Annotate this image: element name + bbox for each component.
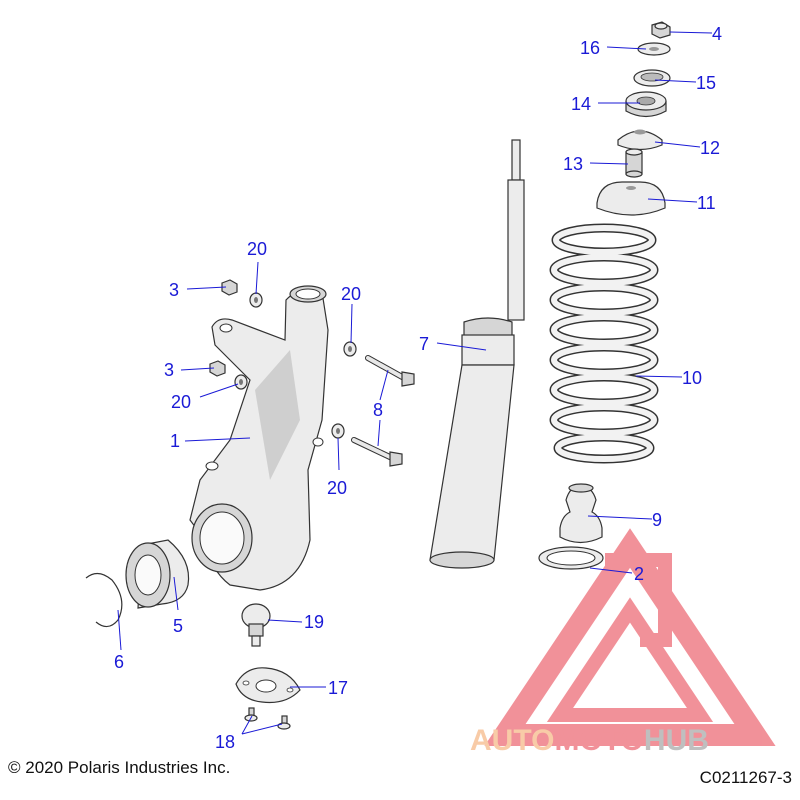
callout-13: 13 bbox=[563, 154, 583, 174]
callout-17: 17 bbox=[328, 678, 348, 698]
part-3-nuts bbox=[209, 279, 238, 377]
callout-3-lower: 3 bbox=[164, 360, 174, 380]
callout-15: 15 bbox=[696, 73, 716, 93]
part-20-washers bbox=[234, 292, 357, 439]
callout-19: 19 bbox=[304, 612, 324, 632]
callout-8: 8 bbox=[373, 400, 383, 420]
part-11-spring-seat bbox=[596, 181, 666, 216]
part-10-coil-spring bbox=[549, 223, 659, 464]
callout-2: 2 bbox=[634, 564, 644, 584]
part-2-ring bbox=[538, 546, 604, 570]
callout-14: 14 bbox=[571, 94, 591, 114]
part-14-bushing bbox=[625, 91, 667, 118]
part-9-bump-stop bbox=[559, 483, 603, 544]
part-4-nut bbox=[651, 21, 671, 39]
callout-4: 4 bbox=[712, 24, 722, 44]
callout-12: 12 bbox=[700, 138, 720, 158]
callout-7: 7 bbox=[419, 334, 429, 354]
watermark-text: AUTOMOTOHUB bbox=[470, 724, 709, 757]
part-8-bolts bbox=[351, 355, 415, 467]
callout-11: 11 bbox=[697, 193, 716, 213]
callout-labels: 4 16 15 14 12 13 11 10 7 8 9 2 3 3 20 20… bbox=[114, 24, 722, 752]
part-1-steering-knuckle bbox=[189, 285, 329, 591]
part-6-circlip bbox=[85, 572, 123, 628]
callout-20-bottom: 20 bbox=[327, 478, 347, 498]
drawing-number: C0211267-3 bbox=[699, 768, 792, 787]
callout-18: 18 bbox=[215, 732, 235, 752]
callout-20-top: 20 bbox=[247, 239, 267, 259]
part-13-bushing bbox=[625, 148, 643, 178]
part-17-mounting-plate bbox=[235, 667, 301, 704]
callout-3-upper: 3 bbox=[169, 280, 179, 300]
callout-9: 9 bbox=[652, 510, 662, 530]
copyright-text: © 2020 Polaris Industries Inc. bbox=[8, 758, 231, 777]
part-7-shock-absorber bbox=[429, 139, 525, 569]
callout-10: 10 bbox=[682, 368, 702, 388]
leader-lines bbox=[117, 31, 713, 735]
callout-5: 5 bbox=[173, 616, 183, 636]
callout-6: 6 bbox=[114, 652, 124, 672]
callout-1: 1 bbox=[170, 431, 180, 451]
callout-20-left: 20 bbox=[171, 392, 191, 412]
callout-16: 16 bbox=[580, 38, 600, 58]
part-5-bearing bbox=[125, 539, 190, 609]
part-15-washer bbox=[633, 69, 671, 87]
automotohub-watermark: AUTOMOTOHUB bbox=[470, 528, 776, 757]
part-19-ball-joint bbox=[241, 603, 271, 647]
callout-20-right: 20 bbox=[341, 284, 361, 304]
part-12-cup bbox=[617, 129, 663, 151]
part-18-screws bbox=[244, 707, 291, 730]
